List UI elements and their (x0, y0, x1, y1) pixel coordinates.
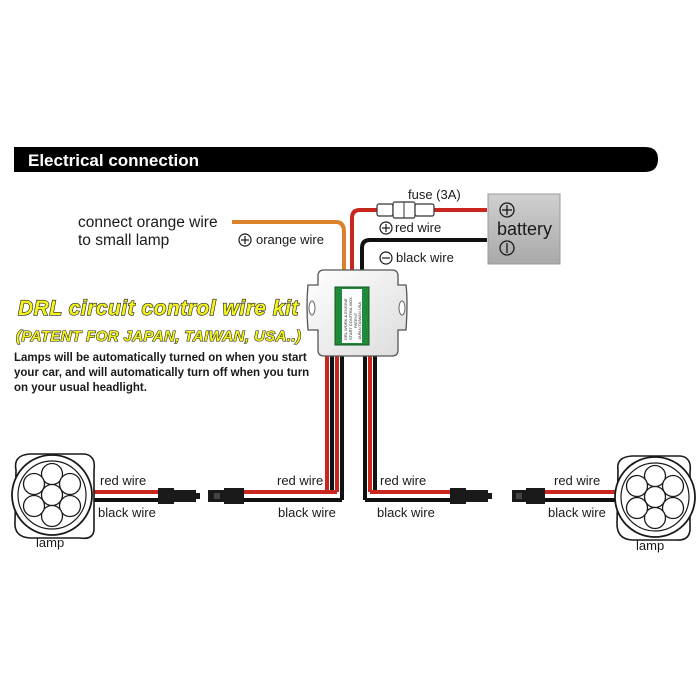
connector-center-left-female (208, 488, 244, 504)
control-box: DRL WORK & ENGINE START CONTROL BOX PATE… (306, 269, 408, 357)
vertical-wires-right (363, 355, 377, 500)
kit-subtitle: (PATENT FOR JAPAN, TAIWAN, USA..) (16, 328, 301, 345)
header-bar: Electrical connection (14, 147, 658, 172)
plus-symbol-red (379, 221, 393, 235)
connector-center-right-male (450, 488, 492, 504)
wires-left-lamp (92, 490, 158, 502)
connector-left-male (158, 488, 200, 504)
control-box-line1: DRL WORK & ENGINE (343, 298, 348, 340)
vertical-wires-left (325, 355, 344, 500)
lamp-right-icon (614, 455, 696, 541)
black-wire-right-label: black wire (548, 505, 606, 520)
battery-minus-icon (499, 240, 515, 256)
battery-label: battery (497, 219, 552, 239)
connector-right-female (512, 488, 545, 504)
red-wire-battery (350, 208, 487, 271)
wires-center-left (244, 490, 342, 502)
lamp-left-icon (11, 453, 96, 540)
black-wire-center-left-label: black wire (278, 505, 336, 520)
control-box-line2: START CONTROL BOX (348, 297, 353, 340)
control-box-line4: JAPAN TAIWAN USA (357, 302, 362, 340)
fuse-holder (376, 201, 435, 219)
red-wire-top-label: red wire (395, 220, 441, 235)
wires-center-right (365, 490, 450, 502)
minus-symbol-black (379, 251, 393, 265)
control-box-line3: PATENT (353, 312, 358, 328)
red-wire-center-right-label: red wire (380, 473, 426, 488)
black-wire-battery (360, 238, 487, 271)
plus-symbol-orange (238, 233, 252, 247)
battery-plus-icon (499, 202, 515, 218)
control-box-label-white (342, 289, 362, 343)
orange-instruction-line2: to small lamp (78, 232, 169, 249)
red-wire-center-left-label: red wire (277, 473, 323, 488)
lamp-right-label: lamp (636, 538, 664, 553)
black-wire-center-right-label: black wire (377, 505, 435, 520)
orange-wire (232, 220, 346, 271)
battery: battery (487, 193, 561, 265)
kit-title: DRL circuit control wire kit (18, 297, 299, 320)
fuse-label: fuse (3A) (408, 187, 461, 202)
black-wire-left-label: black wire (98, 505, 156, 520)
orange-instruction-line1: connect orange wire (78, 214, 218, 231)
header-background (14, 147, 658, 172)
black-wire-top-label: black wire (396, 250, 454, 265)
lamp-left-label: lamp (36, 535, 64, 550)
orange-wire-label: orange wire (256, 232, 324, 247)
wires-right-lamp (545, 490, 615, 502)
header-title: Electrical connection (28, 151, 199, 170)
kit-description: Lamps will be automatically turned on wh… (14, 352, 310, 394)
red-wire-right-label: red wire (554, 473, 600, 488)
red-wire-left-label: red wire (100, 473, 146, 488)
